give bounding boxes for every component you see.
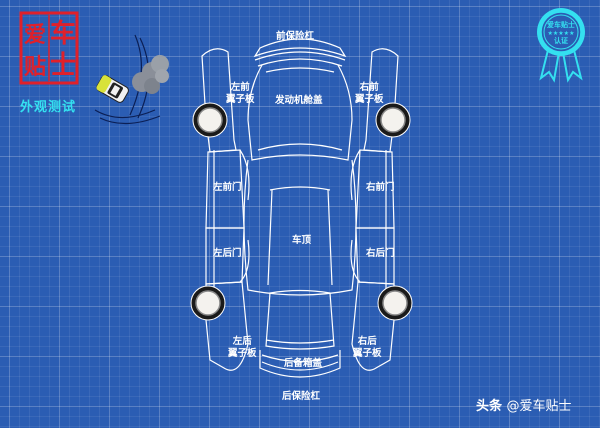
label-line: 翼子板	[228, 348, 257, 359]
label-front-bumper[interactable]: 前保险杠	[276, 31, 315, 42]
label-left-front-door[interactable]: 左前门	[213, 182, 242, 193]
label-left-front-fender[interactable]: 左前 翼子板	[226, 82, 255, 106]
label-rear-bumper[interactable]: 后保险杠	[282, 391, 321, 402]
label-roof[interactable]: 车顶	[292, 235, 312, 246]
badge-text: 认证	[554, 36, 568, 45]
badge-stars: ★★★★★	[548, 30, 575, 37]
label-line: 翼子板	[226, 94, 255, 105]
page-title: 外观测试	[20, 100, 77, 115]
label-line: 右前	[359, 82, 379, 93]
wheel-front-right	[375, 102, 411, 138]
badge-text: 爱车贴士	[547, 20, 575, 29]
seal-char: 车	[50, 18, 76, 49]
label-right-front-door[interactable]: 右前门	[366, 182, 395, 193]
label-trunk[interactable]: 后备箱盖	[284, 358, 323, 369]
front-bumper-outline	[253, 38, 347, 58]
label-right-front-fender[interactable]: 右前 翼子板	[355, 82, 384, 106]
label-left-rear-door[interactable]: 左后门	[213, 248, 242, 259]
label-line: 翼子板	[355, 94, 384, 105]
label-line: 翼子板	[353, 348, 382, 359]
label-line: 右后	[357, 336, 377, 347]
label-hood[interactable]: 发动机舱盖	[275, 95, 323, 106]
seal-char: 贴	[24, 54, 46, 80]
drift-car-illustration	[90, 30, 180, 129]
watermark-source: 头条	[476, 399, 503, 414]
wheel-rear-right	[377, 285, 413, 321]
label-line: 左前	[230, 82, 250, 93]
wheel-rear-left	[190, 285, 226, 321]
label-line: 左后	[232, 336, 252, 347]
label-right-rear-fender[interactable]: 右后 翼子板	[353, 336, 382, 360]
wheel-front-left	[192, 102, 228, 138]
left-rear-fender-outline	[205, 281, 249, 371]
right-rear-fender-outline	[351, 281, 395, 371]
seal-char: 爱	[24, 23, 46, 48]
seal-logo: 车 士 爱 贴	[19, 11, 79, 85]
seal-char: 士	[50, 51, 76, 81]
certification-badge: 爱车贴士 ★★★★★ 认证	[535, 6, 587, 83]
watermark-handle: @爱车贴士	[506, 399, 572, 414]
label-left-rear-fender[interactable]: 左后 翼子板	[228, 336, 257, 360]
watermark: 头条 @爱车贴士	[476, 395, 572, 414]
label-right-rear-door[interactable]: 右后门	[366, 248, 395, 259]
